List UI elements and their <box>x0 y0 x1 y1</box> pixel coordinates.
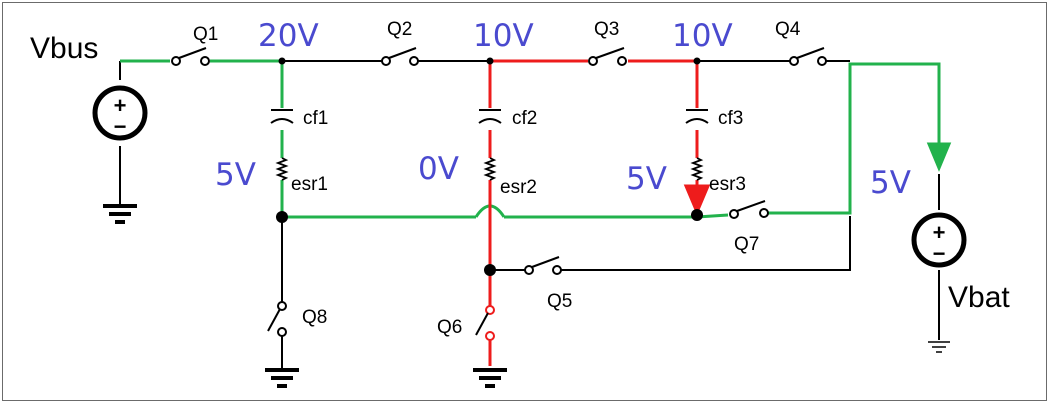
q5-label: Q5 <box>547 291 572 312</box>
voltage-q3q4-node: 10V <box>672 18 733 54</box>
vbus-label: Vbus <box>30 32 98 65</box>
vbus-source-icon <box>92 85 148 141</box>
esr1-label: esr1 <box>291 174 328 195</box>
q7-label: Q7 <box>734 234 759 255</box>
q8-label: Q8 <box>302 307 327 328</box>
voltage-vbat-side: 5V <box>870 165 911 201</box>
switch-q2-icon <box>381 47 419 66</box>
capacitor-icon <box>270 109 709 124</box>
q4-label: Q4 <box>775 19 801 40</box>
cf3-label: cf3 <box>718 108 743 129</box>
voltage-esr2-side: 0V <box>418 151 459 187</box>
vbat-label: Vbat <box>948 281 1010 314</box>
cf1-label: cf1 <box>303 108 328 129</box>
resistor-esr2-icon <box>483 157 497 181</box>
voltage-esr1-side: 5V <box>215 157 256 193</box>
capacitor-cf3-icon <box>685 109 709 124</box>
vbus-plus-sign: + <box>114 93 127 118</box>
red-current-path <box>488 59 711 366</box>
q2-label: Q2 <box>387 19 412 40</box>
switch-q7-icon <box>729 200 769 219</box>
cf2-label: cf2 <box>512 108 537 129</box>
vbus-minus-sign: − <box>114 114 127 139</box>
voltage-q2q3-node: 10V <box>473 18 534 54</box>
esr2-label: esr2 <box>500 177 537 198</box>
switch-q1-icon <box>171 47 210 66</box>
resistor-esr1-icon <box>275 157 289 181</box>
resistor-icon <box>275 157 704 181</box>
ground-icon <box>101 204 951 388</box>
switch-q4-icon <box>789 47 827 66</box>
junction-dots <box>276 57 703 276</box>
diagram-frame <box>2 2 1047 401</box>
capacitor-cf2-icon <box>478 109 502 124</box>
switch-q3-icon <box>588 47 627 66</box>
vbat-source-icon <box>911 212 967 268</box>
resistor-esr3-icon <box>690 157 704 181</box>
vbat-minus-sign: − <box>933 241 946 266</box>
q3-label: Q3 <box>594 19 619 40</box>
switch-q8-icon <box>267 301 287 337</box>
q1-label: Q1 <box>193 24 218 45</box>
capacitor-cf1-icon <box>270 109 294 124</box>
voltage-esr3-side: 5V <box>626 161 667 197</box>
switch-icon <box>171 47 827 341</box>
switch-q6-icon <box>475 305 495 341</box>
esr3-label: esr3 <box>709 174 746 195</box>
voltage-source-icon <box>92 85 967 268</box>
switch-q5-icon <box>524 256 562 275</box>
vbat-plus-sign: + <box>933 220 946 245</box>
q6-label: Q6 <box>437 317 462 338</box>
voltage-q1-node: 20V <box>258 18 319 54</box>
